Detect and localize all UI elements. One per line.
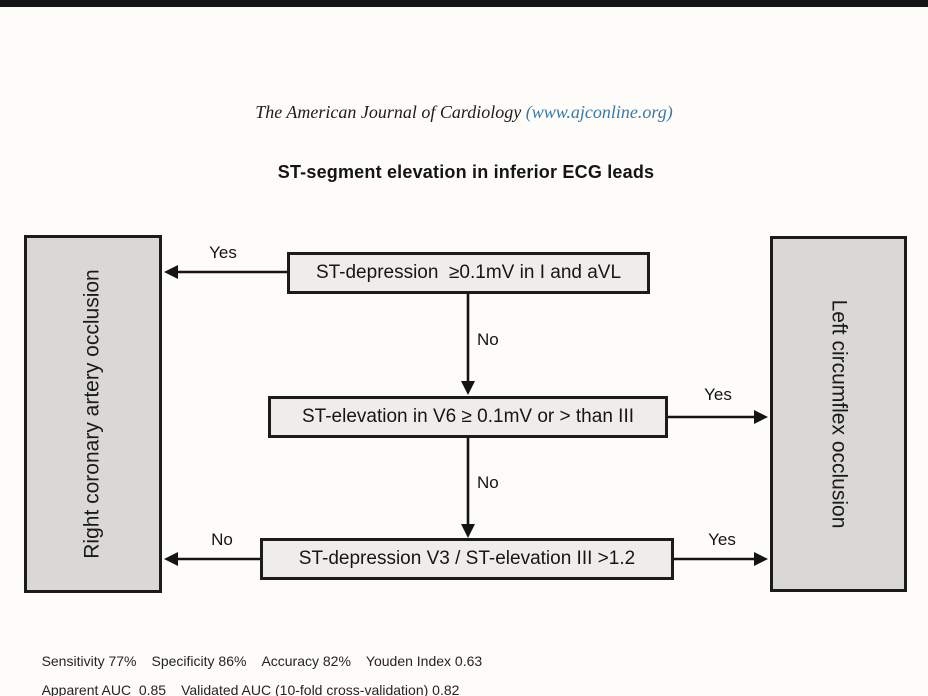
- branch-label-d2-yes: Yes: [704, 385, 732, 404]
- outcome-box-left-circumflex: Left circumflex occlusion: [770, 236, 907, 592]
- stat-apparent-auc: Apparent AUC 0.85: [41, 682, 167, 696]
- arrow-d1-no-down: [461, 294, 475, 395]
- journal-name: The American Journal of Cardiology: [255, 102, 526, 122]
- page-top-rule: [0, 0, 928, 7]
- branch-label-d1-yes: Yes: [209, 243, 237, 262]
- figure-title: ST-segment elevation in inferior ECG lea…: [277, 162, 655, 182]
- stats-line-performance: Sensitivity 77% Specificity 86% Accuracy 8…: [26, 637, 497, 685]
- arrow-d3-yes-right: [674, 552, 768, 566]
- decision-box-st-elevation-v6: ST-elevation in V6 ≥ 0.1mV or > than III: [268, 396, 668, 438]
- journal-header: The American Journal of Cardiology (www.…: [0, 102, 928, 123]
- branch-label-d2-no: No: [477, 473, 499, 492]
- branch-label-d3-no: No: [211, 530, 233, 549]
- decision-box-st-ratio: ST-depression V3 / ST-elevation III >1.2: [260, 538, 674, 580]
- stats-line-auc: Apparent AUC 0.85 Validated AUC (10-fold …: [26, 666, 474, 696]
- outcome-label-left-circumflex: Left circumflex occlusion: [827, 299, 851, 529]
- stat-validated-auc: Validated AUC (10-fold cross-validation)…: [181, 682, 460, 696]
- stat-youden-index: Youden Index 0.63: [365, 653, 483, 669]
- arrow-d2-yes-right: [668, 410, 768, 424]
- outcome-box-right-coronary: Right coronary artery occlusion: [24, 235, 162, 593]
- arrow-d3-no-left: [164, 552, 260, 566]
- branch-label-d3-yes: Yes: [708, 530, 736, 549]
- journal-url-link[interactable]: (www.ajconline.org): [525, 102, 673, 122]
- stat-specificity: Specificity 86%: [151, 653, 247, 669]
- decision-box-st-depression-avl: ST-depression ≥0.1mV in I and aVL: [287, 252, 650, 294]
- stat-sensitivity: Sensitivity 77%: [41, 653, 137, 669]
- arrow-d1-yes-left: [164, 265, 287, 279]
- arrow-d2-no-down: [461, 438, 475, 538]
- branch-label-d1-no: No: [477, 330, 499, 349]
- outcome-label-right-coronary: Right coronary artery occlusion: [81, 269, 104, 559]
- stat-accuracy: Accuracy 82%: [261, 653, 351, 669]
